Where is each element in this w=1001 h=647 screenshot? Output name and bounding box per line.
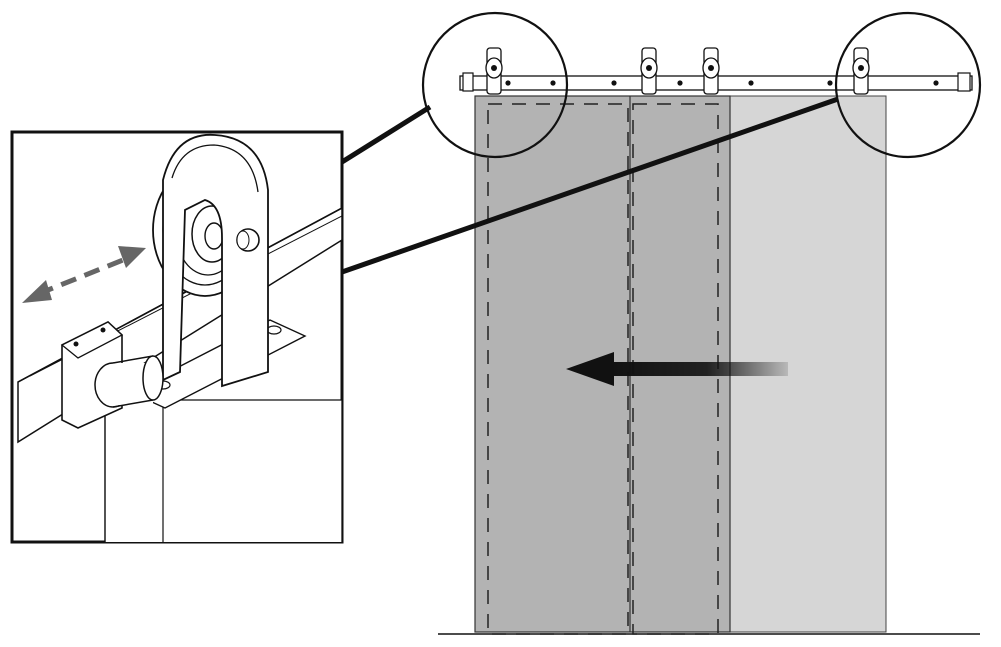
left-arrow-icon bbox=[566, 352, 788, 386]
rail-end-stop-right bbox=[957, 72, 971, 92]
roller-hanger-4 bbox=[852, 47, 870, 95]
callout-circle-left bbox=[421, 11, 569, 159]
roller-hanger-3 bbox=[702, 47, 720, 95]
rail-end-stop-left bbox=[462, 72, 474, 92]
roller-hanger-1 bbox=[485, 47, 503, 95]
detail-inset bbox=[10, 130, 344, 544]
callout-leader-upper bbox=[340, 104, 432, 165]
callout-circle-right bbox=[834, 11, 982, 159]
roller-hanger-2 bbox=[640, 47, 658, 95]
inset-hanger-strap bbox=[162, 134, 269, 388]
inset-door-slab bbox=[104, 399, 342, 542]
double-headed-arrow-icon bbox=[22, 246, 146, 303]
rail-bolts bbox=[505, 80, 939, 86]
callout-leader-lower bbox=[341, 96, 839, 275]
